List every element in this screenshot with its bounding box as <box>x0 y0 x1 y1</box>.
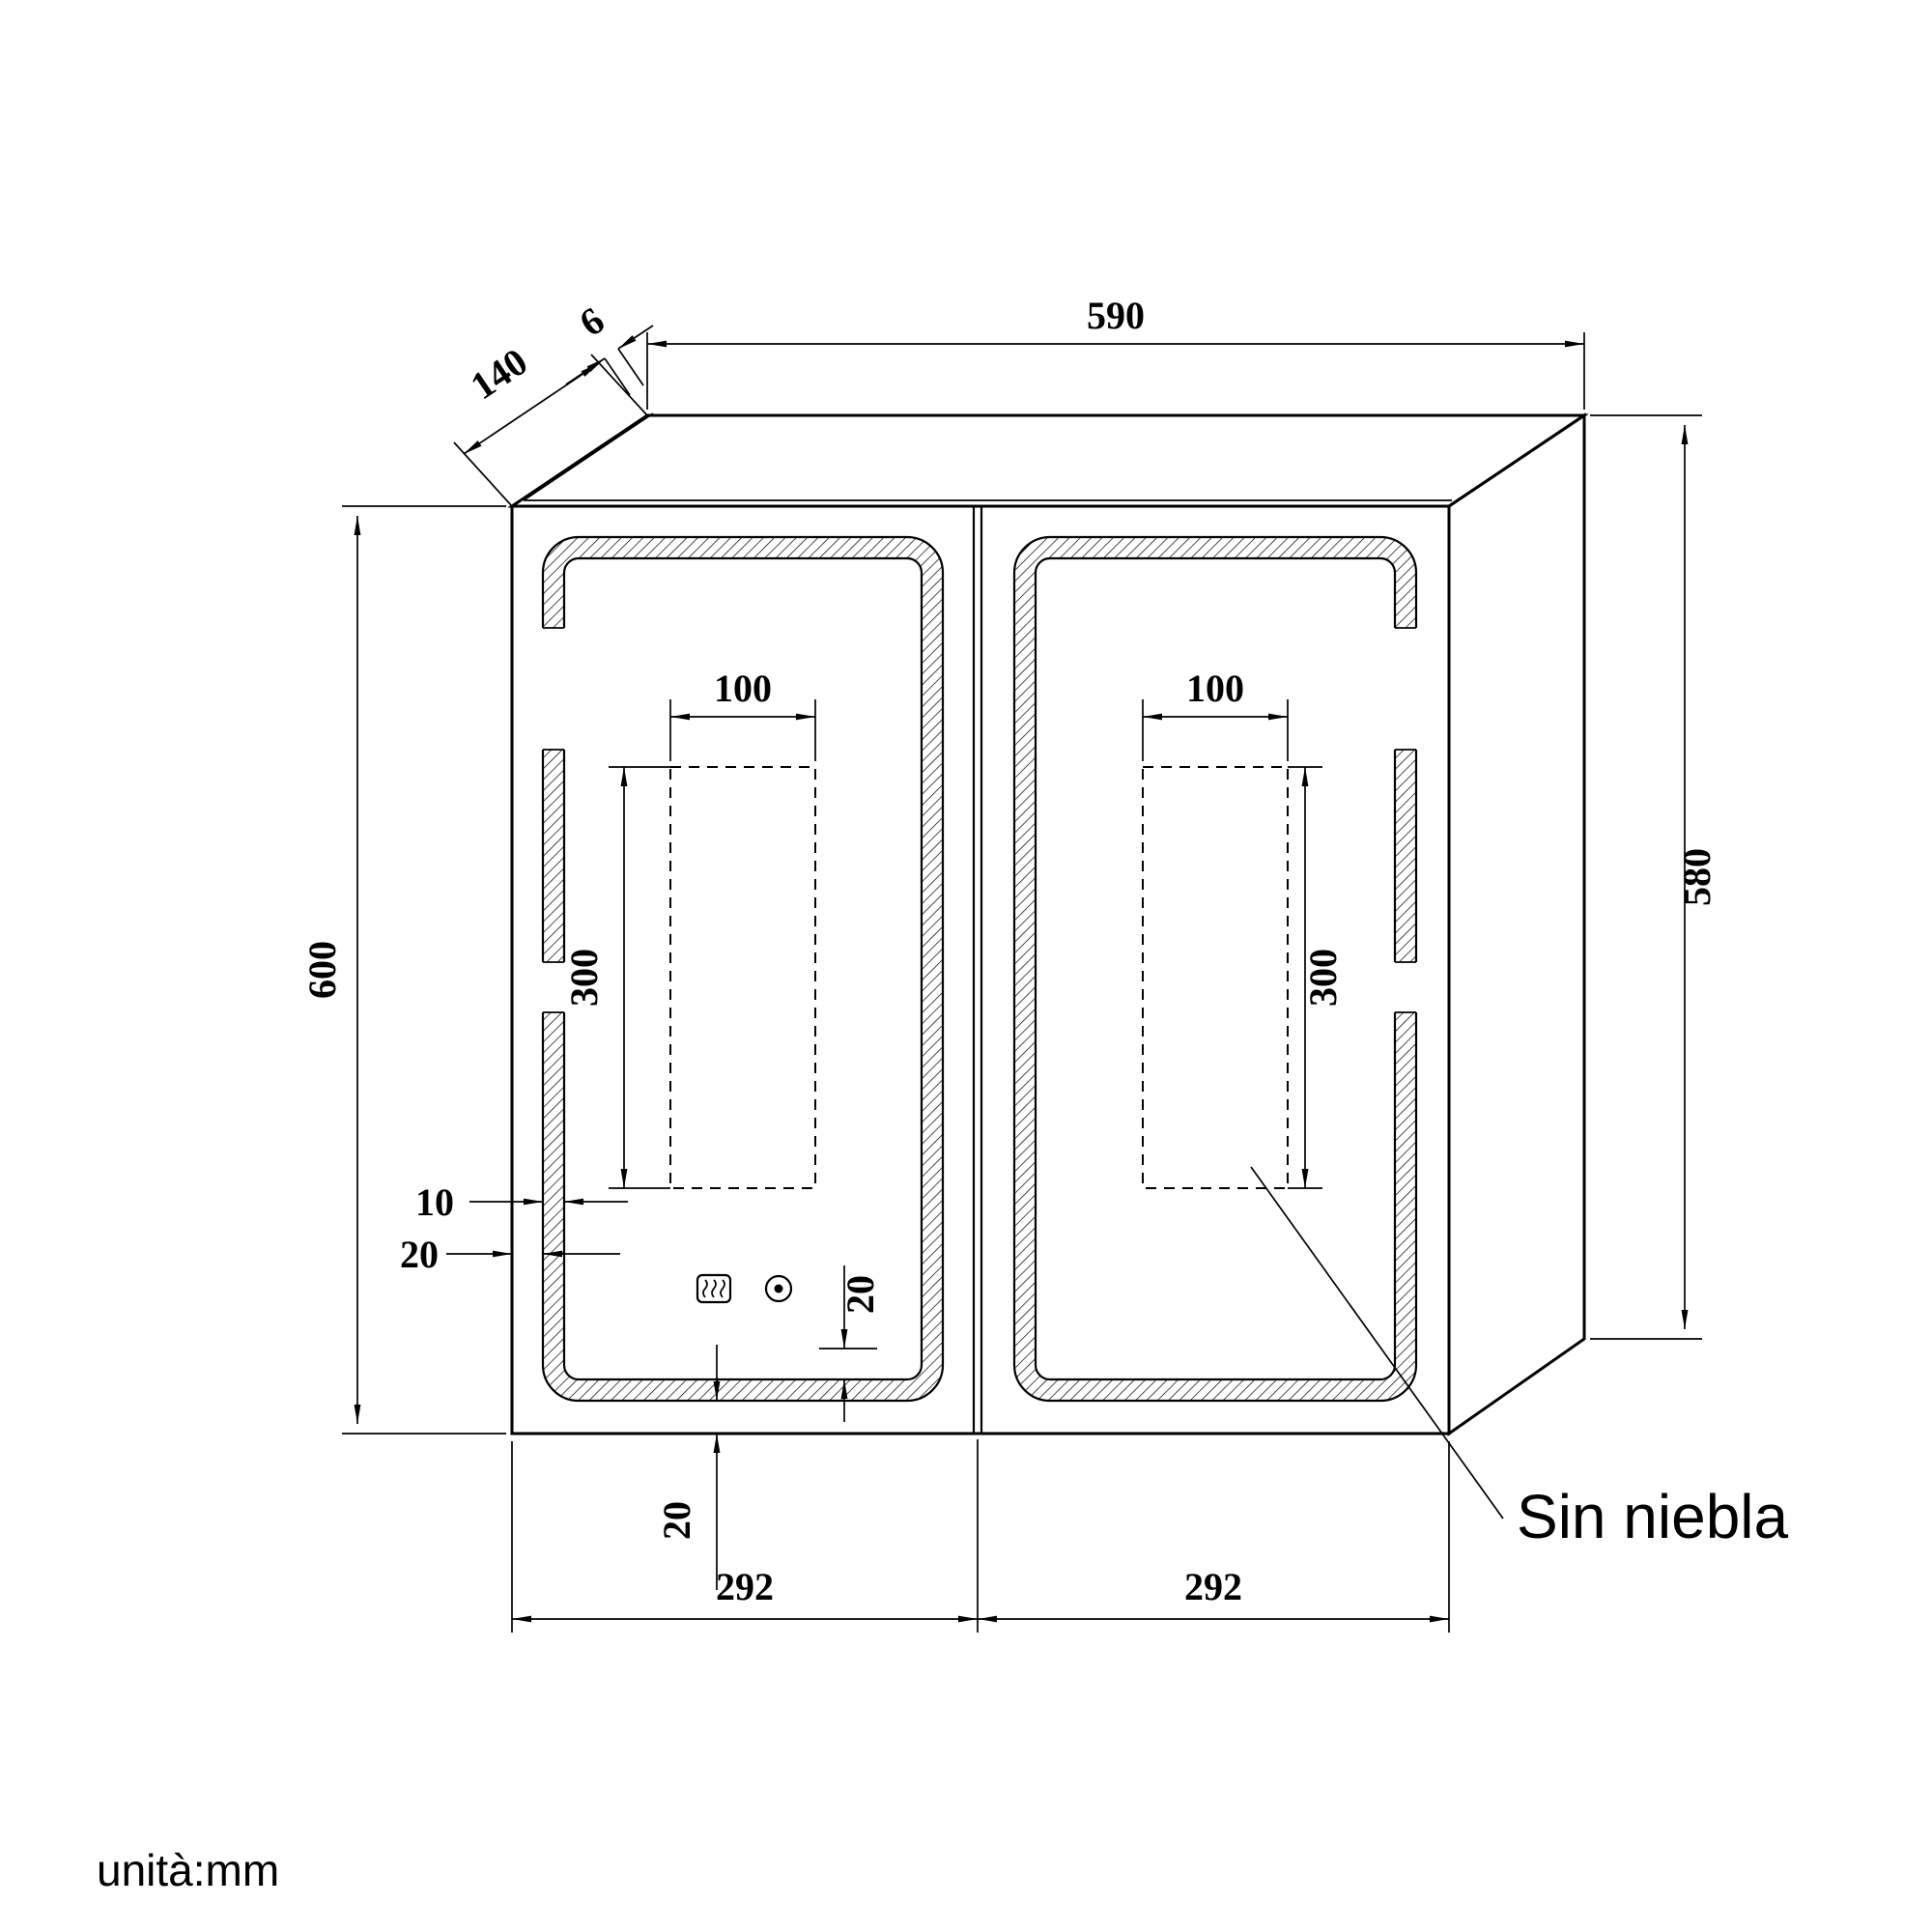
dim-strip-bottom-offset: 20 <box>655 1345 742 1590</box>
dim-label-6: 6 <box>572 298 612 345</box>
dim-strip-width: 10 <box>415 1180 628 1224</box>
right-door-led-strip <box>1012 535 1424 1403</box>
defogger-icon <box>696 1273 732 1304</box>
callout-leader-line <box>1250 1166 1504 1520</box>
dim-label-20-edge: 20 <box>400 1233 439 1276</box>
dim-label-292-left: 292 <box>716 1565 774 1608</box>
dim-pad-height-right: 300 <box>1288 766 1345 1189</box>
dim-label-292-right: 292 <box>1184 1565 1242 1608</box>
dim-label-300-right: 300 <box>1301 949 1345 1007</box>
dim-label-10: 10 <box>415 1180 454 1224</box>
dim-label-100-left: 100 <box>714 667 772 710</box>
cabinet-top-face <box>507 413 1589 508</box>
unit-note: unità:mm <box>97 1845 279 1895</box>
dim-label-590: 590 <box>1087 294 1145 337</box>
dim-side-height: 580 <box>1590 414 1719 1340</box>
dim-label-20-inner: 20 <box>838 1275 882 1314</box>
cabinet-side-face <box>1447 412 1586 1436</box>
dim-label-600: 600 <box>300 941 344 999</box>
callout-text: Sin niebla <box>1517 1482 1789 1551</box>
dim-door-thickness: 6 <box>565 298 654 396</box>
dim-door-widths: 292 292 <box>511 1439 1450 1633</box>
callout-sin-niebla: Sin niebla <box>1250 1166 1789 1551</box>
dim-strip-inner-offset: 20 <box>819 1265 882 1422</box>
dim-pad-height-left: 300 <box>562 766 670 1189</box>
dim-label-300-left: 300 <box>562 949 606 1007</box>
dim-label-580: 580 <box>1675 848 1719 906</box>
left-door-led-strip <box>535 535 945 1403</box>
dim-pad-width-left: 100 <box>669 667 816 761</box>
dim-front-height: 600 <box>300 505 506 1435</box>
door-top-edge-diagonal <box>523 412 654 501</box>
demister-pads <box>669 766 1289 1189</box>
dim-pad-width-right: 100 <box>1142 667 1289 761</box>
touch-controls <box>696 1273 793 1304</box>
light-button-icon <box>764 1274 793 1303</box>
dim-strip-edge-offset: 20 <box>400 1233 620 1276</box>
right-demister-pad <box>1142 766 1289 1189</box>
dim-label-100-right: 100 <box>1186 667 1244 710</box>
dim-cabinet-width: 590 <box>646 294 1585 410</box>
dim-label-140: 140 <box>463 339 535 408</box>
dim-label-20-bottom: 20 <box>655 1501 698 1540</box>
cabinet-body <box>507 412 1589 1436</box>
left-demister-pad <box>669 766 816 1189</box>
